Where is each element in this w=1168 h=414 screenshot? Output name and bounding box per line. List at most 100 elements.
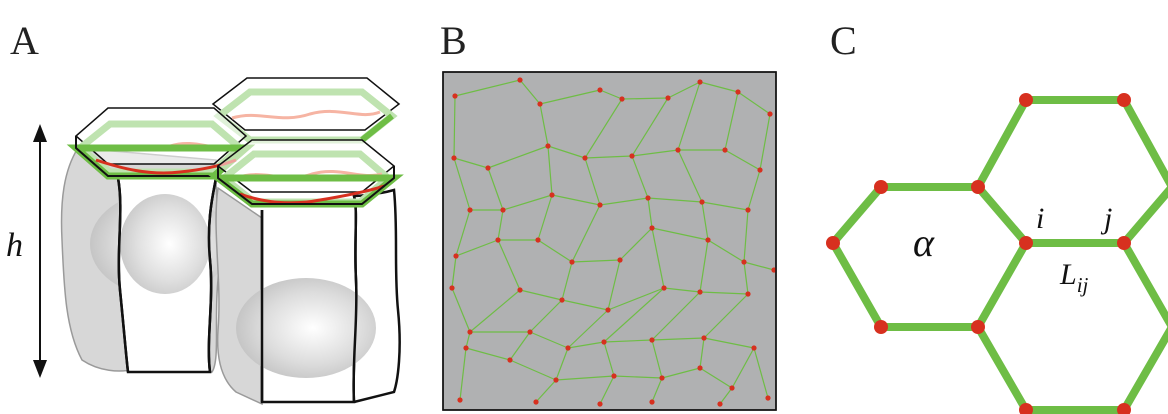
junction-edge (455, 209, 471, 257)
junction-edge (651, 377, 663, 403)
vertex-point (741, 259, 747, 265)
junction-edge (547, 145, 553, 196)
junction-edge (599, 375, 615, 405)
junction-edge (453, 95, 456, 159)
junction-edge (677, 149, 703, 203)
vertex-point (611, 373, 617, 379)
junction-edge (555, 375, 615, 381)
vertex-point (451, 155, 457, 161)
junction-edge (651, 291, 701, 341)
vertex-point (765, 395, 771, 401)
edge-length-main: L (1059, 258, 1077, 291)
junction-edge (465, 331, 471, 349)
vertex-point (697, 79, 703, 85)
junction-edge (584, 157, 601, 206)
hex-vertex (1117, 93, 1131, 107)
junction-edge (453, 157, 471, 211)
vertex-point (597, 87, 603, 93)
hex-edge (974, 239, 1030, 331)
junction-edge (631, 97, 669, 157)
junction-edge (455, 239, 499, 257)
junction-edge (707, 239, 745, 263)
vertex-label-j: j (1100, 202, 1112, 235)
panel-label-b: B (440, 18, 467, 63)
vertex-point (629, 153, 635, 159)
junction-edge (497, 209, 504, 241)
hex-edge (1120, 185, 1168, 247)
vertex-point (517, 77, 523, 83)
vertex-network (449, 77, 776, 407)
vertex-point (601, 339, 607, 345)
junction-edge (567, 341, 605, 349)
hex-vertex (971, 180, 985, 194)
junction-edge (539, 89, 601, 105)
nucleus-left-front (120, 194, 210, 294)
junction-edge (703, 337, 755, 349)
hex-edge (974, 183, 1030, 247)
vertex-point (729, 385, 735, 391)
vertex-point (757, 167, 763, 173)
vertex-point (751, 345, 757, 351)
vertex-point (699, 199, 705, 205)
hex-vertex (874, 180, 888, 194)
junction-edge (737, 91, 771, 115)
junction-edge (529, 331, 569, 349)
vertex-point (617, 257, 623, 263)
junction-edge (699, 337, 705, 369)
hex-edge (829, 239, 885, 331)
vertex-point (661, 285, 667, 291)
vertex-point (649, 399, 655, 405)
junction-edge (743, 261, 749, 295)
junction-edge (621, 97, 669, 100)
apical-hex-back (211, 77, 401, 144)
junction-edge (571, 259, 621, 263)
junction-edge (619, 227, 653, 261)
junction-edge (487, 167, 504, 211)
vertex-point (537, 101, 543, 107)
vertex-label-i: i (1036, 202, 1044, 235)
junction-edge (607, 259, 621, 311)
hex-vertex (1117, 236, 1131, 250)
hex-edge (1120, 239, 1168, 329)
junction-edge (699, 239, 709, 293)
junction-edge (551, 194, 601, 206)
junction-edge (651, 337, 705, 341)
vertex-point (659, 375, 665, 381)
vertex-point (597, 401, 603, 407)
hex-vertex (1019, 403, 1033, 414)
junction-edge (663, 287, 701, 293)
nucleus-right (236, 278, 376, 378)
vertex-point (771, 267, 776, 273)
panel-label-a: A (10, 18, 39, 63)
junction-edge (731, 347, 755, 389)
junction-edge (759, 113, 771, 171)
junction-edge (459, 347, 467, 401)
hex-edge (974, 96, 1030, 191)
junction-edge (651, 339, 663, 379)
junction-edge (454, 79, 521, 97)
vertex-point (745, 291, 751, 297)
cell-label-alpha: α (913, 220, 935, 265)
junction-edge (451, 287, 471, 333)
junction-edge (537, 239, 573, 263)
junction-edge (537, 194, 553, 241)
junction-edge (487, 145, 549, 169)
vertex-point (649, 337, 655, 343)
junction-edge (647, 197, 653, 229)
junction-edge (603, 339, 653, 343)
hex-vertex (1117, 403, 1131, 414)
junction-edge (547, 145, 586, 159)
junction-edge (603, 287, 665, 343)
vertex-point (717, 401, 723, 407)
junction-edge (519, 289, 563, 301)
vertex-point (582, 155, 588, 161)
junction-edge (469, 289, 521, 333)
panel-c: C α i j Lij (826, 18, 1168, 414)
junction-edge (701, 201, 709, 241)
vertex-point (597, 202, 603, 208)
junction-edge (699, 367, 733, 389)
hex-edge (974, 323, 1030, 414)
junction-edge (607, 287, 665, 311)
vertex-point (553, 377, 559, 383)
